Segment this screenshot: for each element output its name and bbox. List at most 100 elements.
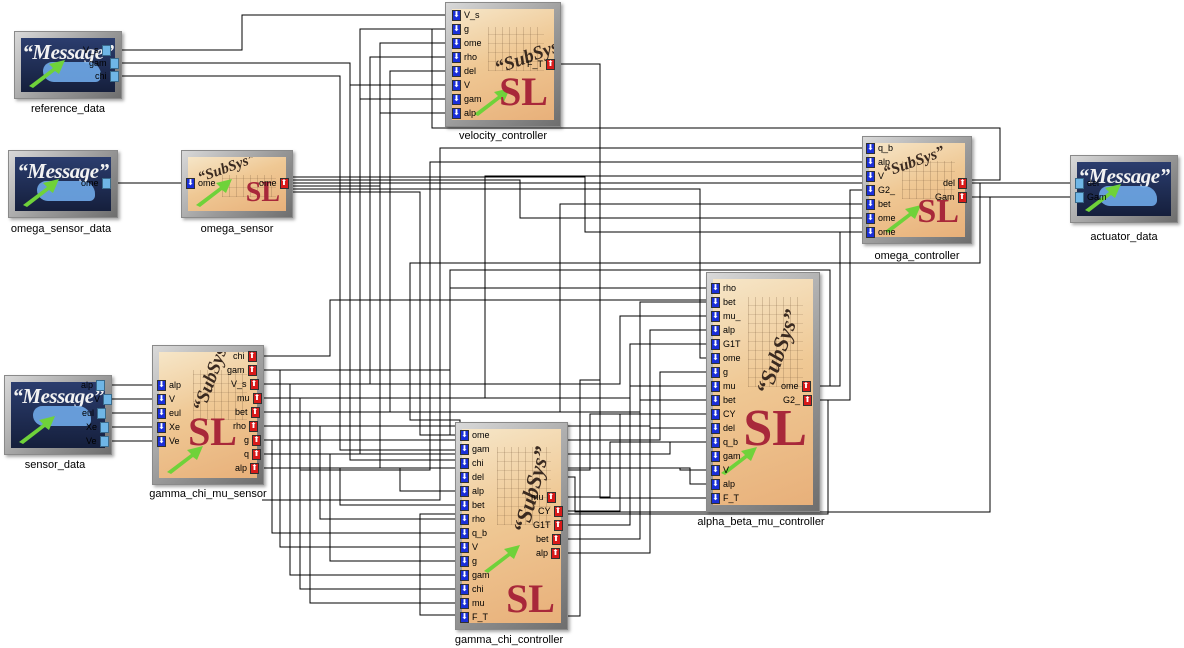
port-in-rho[interactable]: ⬇rho <box>452 51 478 63</box>
output-pin[interactable] <box>99 435 109 447</box>
port-out-gam[interactable]: ⬆gam <box>226 364 257 376</box>
velocity-controller-block[interactable]: “SubSys” SL <box>445 2 561 127</box>
port-in-gam-2[interactable]: ⬇gam <box>460 569 491 581</box>
port-out-chi[interactable]: ⬆chi <box>232 350 257 362</box>
input-pin[interactable]: ⬇ <box>711 450 720 462</box>
port-out-g2[interactable]: ⬆G2_ <box>782 394 813 406</box>
reference-data-block[interactable]: “Message” <box>14 31 122 99</box>
input-pin[interactable]: ⬇ <box>460 611 469 623</box>
input-pin[interactable]: ⬇ <box>866 198 875 210</box>
input-pin[interactable]: ⬇ <box>460 583 469 595</box>
input-pin[interactable]: ⬇ <box>186 177 195 189</box>
port-in-chi-2[interactable]: ⬇chi <box>460 583 485 595</box>
port-out-q[interactable]: ⬆q <box>243 448 262 460</box>
port-in-mu[interactable]: ⬇mu <box>460 597 486 609</box>
input-pin[interactable]: ⬇ <box>460 471 469 483</box>
output-pin[interactable]: ⬆ <box>252 448 262 460</box>
port-out-alp[interactable]: alp <box>80 379 106 391</box>
port-out-vs[interactable]: ⬆V_s <box>230 378 259 390</box>
input-pin[interactable]: ⬇ <box>711 394 720 406</box>
port-out-xe[interactable]: Xe <box>85 421 110 433</box>
port-in-g1t[interactable]: ⬇G1T <box>711 338 742 350</box>
port-out-rho[interactable]: ⬆rho <box>232 420 259 432</box>
port-out-eul[interactable]: eul <box>81 407 107 419</box>
output-pin[interactable]: ⬆ <box>803 394 813 406</box>
input-pin[interactable]: ⬇ <box>711 366 720 378</box>
port-in-v[interactable]: ⬇V <box>866 170 885 182</box>
input-pin[interactable]: ⬇ <box>460 555 469 567</box>
port-out-alp[interactable]: ⬆alp <box>234 462 260 474</box>
port-in-v[interactable]: ⬇V <box>711 464 730 476</box>
port-out-alp[interactable]: ⬆alp <box>535 547 561 559</box>
port-out-ome[interactable]: ⬆ome <box>258 177 289 189</box>
output-pin[interactable]: ⬆ <box>249 378 259 390</box>
port-in-g[interactable]: ⬇g <box>452 23 470 35</box>
input-pin[interactable]: ⬇ <box>460 457 469 469</box>
output-pin[interactable] <box>97 407 107 419</box>
port-in-mu[interactable]: ⬇mu <box>711 380 737 392</box>
port-in-chi[interactable]: ⬇chi <box>460 457 485 469</box>
port-in-ft[interactable]: ⬇F_T <box>460 611 489 623</box>
output-pin[interactable] <box>109 57 119 69</box>
port-out-gam[interactable]: ⬆Gam <box>934 191 967 203</box>
port-in-bet[interactable]: ⬇bet <box>460 499 486 511</box>
input-pin[interactable]: ⬇ <box>157 379 166 391</box>
input-pin[interactable]: ⬇ <box>711 422 720 434</box>
output-pin[interactable]: ⬆ <box>553 505 563 517</box>
port-out-v[interactable]: V <box>93 393 113 405</box>
output-pin[interactable]: ⬆ <box>801 380 811 392</box>
input-pin[interactable]: ⬇ <box>460 569 469 581</box>
port-out-mu[interactable]: ⬆mu <box>530 491 556 503</box>
port-in-alp[interactable]: ⬇alp <box>157 379 182 391</box>
input-pin[interactable]: ⬇ <box>711 310 720 322</box>
port-out-del[interactable]: ⬆del <box>942 177 968 189</box>
port-in-cy[interactable]: ⬇CY <box>711 408 737 420</box>
input-pin[interactable]: ⬇ <box>866 226 875 238</box>
input-pin[interactable]: ⬇ <box>460 541 469 553</box>
port-in-g[interactable]: ⬇g <box>460 555 478 567</box>
input-pin[interactable]: ⬇ <box>711 464 720 476</box>
port-in-ome-1[interactable]: ⬇ome <box>866 212 897 224</box>
output-pin[interactable]: ⬆ <box>551 547 561 559</box>
port-in-ft[interactable]: ⬇F_T <box>711 492 740 504</box>
port-in-alp[interactable]: ⬇alp <box>866 156 891 168</box>
alpha-beta-mu-controller-block[interactable]: “SubSys” SL <box>706 272 820 512</box>
port-in-qb[interactable]: ⬇q_b <box>460 527 488 539</box>
input-pin[interactable]: ⬇ <box>460 499 469 511</box>
port-in-alp[interactable]: ⬇alp <box>452 107 477 119</box>
port-in-qb[interactable]: ⬇q_b <box>866 142 894 154</box>
output-pin[interactable]: ⬆ <box>250 462 260 474</box>
port-in-del[interactable]: ⬇del <box>452 65 477 77</box>
input-pin[interactable]: ⬇ <box>157 407 166 419</box>
port-out-cy[interactable]: ⬆CY <box>537 505 563 517</box>
port-out-bet[interactable]: ⬆bet <box>234 406 260 418</box>
actuator-data-block[interactable]: “Message” <box>1070 155 1178 223</box>
port-out-ve[interactable]: Ve <box>85 435 109 447</box>
port-in-gam[interactable]: ⬇gam <box>452 93 483 105</box>
input-pin[interactable]: ⬇ <box>711 492 720 504</box>
port-in-del[interactable]: ⬇del <box>460 471 485 483</box>
input-pin[interactable]: ⬇ <box>711 380 720 392</box>
output-pin[interactable] <box>103 393 113 405</box>
port-out-vs[interactable]: V_s <box>82 44 111 56</box>
output-pin[interactable]: ⬆ <box>250 406 260 418</box>
port-in-vs[interactable]: ⬇V_s <box>452 9 481 21</box>
port-in-eul[interactable]: ⬇eul <box>157 407 182 419</box>
input-pin[interactable]: ⬇ <box>460 513 469 525</box>
input-pin[interactable]: ⬇ <box>452 79 461 91</box>
port-in-xe[interactable]: ⬇Xe <box>157 421 181 433</box>
output-pin[interactable]: ⬆ <box>957 191 967 203</box>
input-pin[interactable]: ⬇ <box>460 527 469 539</box>
output-pin[interactable] <box>109 70 119 82</box>
input-pin[interactable]: ⬇ <box>452 23 461 35</box>
input-pin[interactable]: ⬇ <box>866 212 875 224</box>
port-in-v[interactable]: ⬇V <box>460 541 479 553</box>
gamma-chi-controller-block[interactable]: “SubSys” SL <box>455 422 568 630</box>
port-in-bet-2[interactable]: ⬇bet <box>711 394 737 406</box>
input-pin[interactable]: ⬇ <box>452 93 461 105</box>
omega-sensor-block[interactable]: “SubSys” SL <box>181 150 293 218</box>
port-in-qb[interactable]: ⬇q_b <box>711 436 739 448</box>
omega-sensor-data-block[interactable]: “Message” <box>8 150 118 218</box>
output-pin[interactable] <box>96 379 106 391</box>
output-pin[interactable]: ⬆ <box>551 533 561 545</box>
